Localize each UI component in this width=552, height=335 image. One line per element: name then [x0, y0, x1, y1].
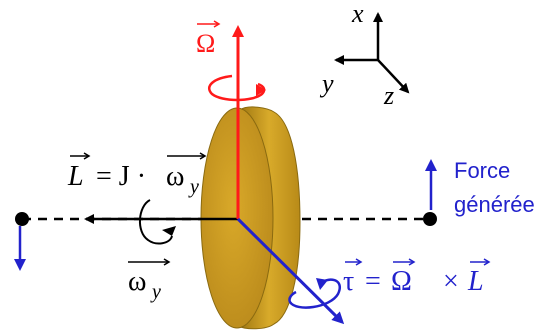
torque-omega: Ω — [391, 266, 412, 297]
axis-x-label: x — [351, 0, 364, 28]
angular-momentum-equals-J: = J · — [96, 161, 146, 192]
force-label-line1: Force — [454, 158, 510, 183]
axis-z-label: z — [383, 81, 394, 110]
torque-L: L — [467, 266, 484, 297]
precession-rotation-arrowhead — [256, 84, 266, 96]
torque-rotation-arrowhead — [316, 278, 328, 290]
spin-rotation-icon — [139, 199, 173, 245]
torque-times: × — [443, 266, 459, 297]
axis-y-label: y — [319, 69, 334, 98]
force-label-line2: générée — [454, 192, 535, 217]
torque-equals: = — [365, 266, 381, 297]
right-endpoint — [423, 212, 437, 226]
torque-rotation-icon — [288, 278, 341, 309]
spin-rotation-arrowhead — [162, 226, 176, 236]
torque-tau: τ — [343, 266, 354, 297]
omega-precession-label: Ω — [196, 29, 215, 58]
coordinate-frame — [334, 12, 410, 94]
vector-hats — [70, 20, 491, 266]
angular-momentum-omega: ω — [166, 161, 184, 192]
left-endpoint — [15, 212, 29, 226]
precession-rotation-icon — [207, 74, 266, 102]
spin-omega-label: ω — [128, 266, 146, 297]
angular-momentum-L: L — [67, 161, 84, 192]
angular-momentum-y-subscript: y — [188, 176, 199, 198]
spin-omega-y-subscript: y — [150, 281, 161, 303]
